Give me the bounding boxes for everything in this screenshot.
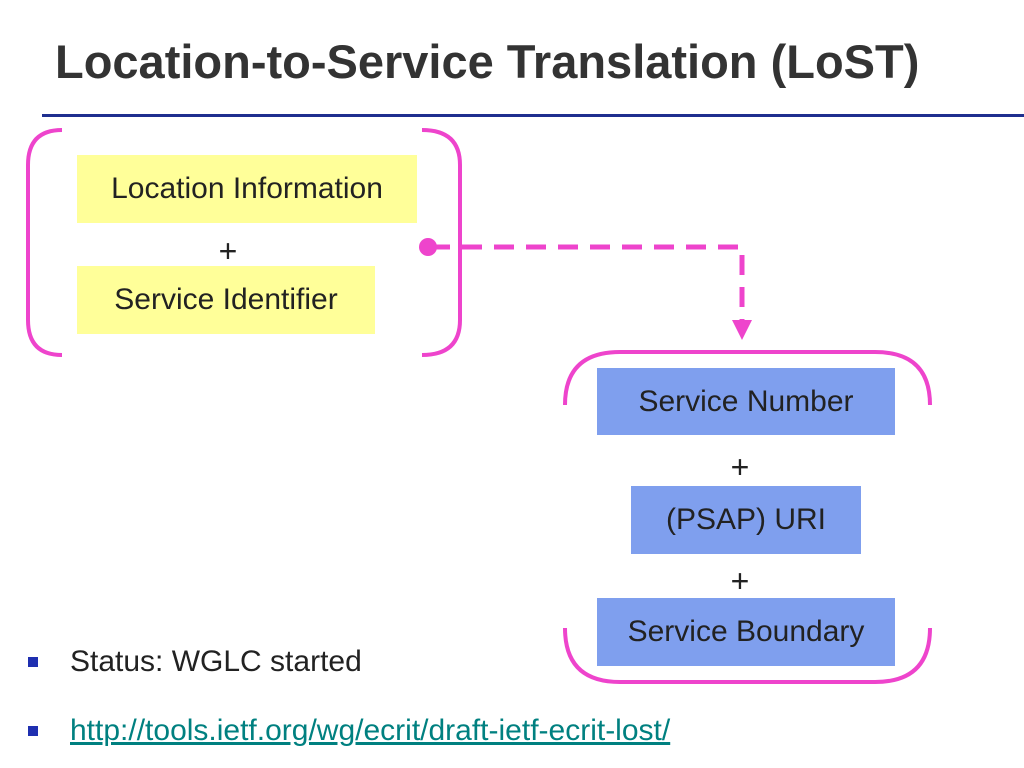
service-identifier-box: Service Identifier (77, 266, 375, 334)
output-plus-1: + (730, 449, 750, 485)
mapping-arrowhead (732, 320, 752, 340)
output-bottom-bracket (563, 627, 932, 684)
input-left-bracket (26, 128, 63, 357)
location-information-box: Location Information (77, 155, 417, 223)
output-plus-2: + (730, 563, 750, 599)
lost-draft-link[interactable]: http://tools.ietf.org/wg/ecrit/draft-iet… (70, 714, 671, 747)
bullet-marker (28, 726, 38, 736)
service-number-box: Service Number (597, 368, 895, 435)
mapping-arrow-line (430, 244, 745, 322)
service-boundary-box: Service Boundary (597, 598, 895, 666)
bullet-marker (28, 657, 38, 667)
output-top-bracket (563, 350, 932, 406)
psap-uri-box: (PSAP) URI (631, 486, 861, 554)
title-underline (42, 114, 1024, 117)
input-right-bracket (421, 128, 462, 357)
arrow-origin-dot (419, 238, 437, 256)
status-text: Status: WGLC started (70, 645, 362, 678)
slide-title: Location-to-Service Translation (LoST) (55, 35, 920, 88)
input-plus: + (218, 233, 238, 269)
